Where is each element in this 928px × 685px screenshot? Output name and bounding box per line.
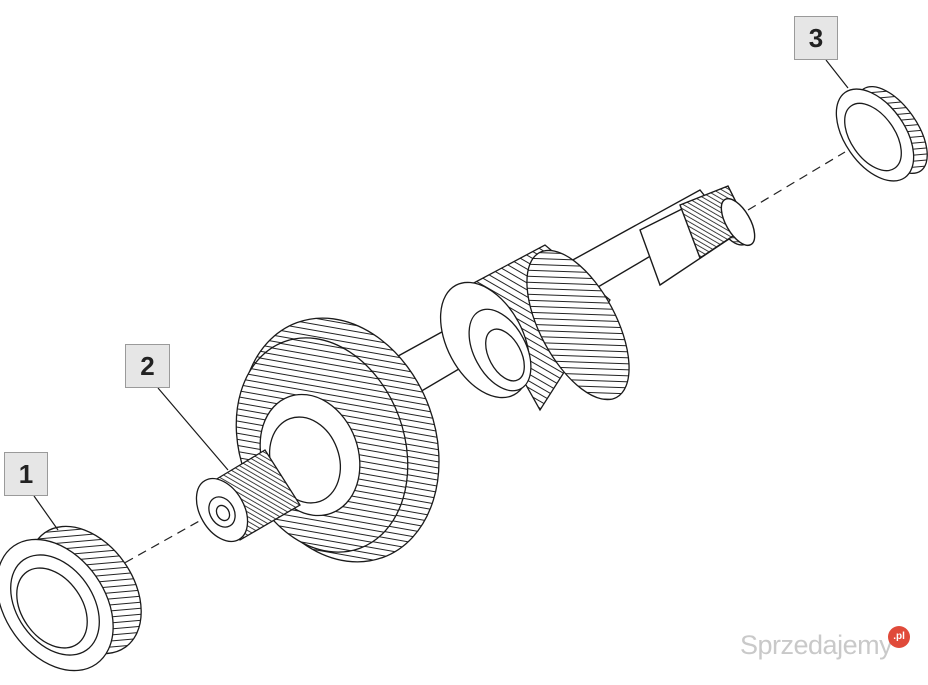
callout-label-2: 2 xyxy=(125,344,170,388)
axis-dash-lines xyxy=(111,151,846,571)
callout-label-3: 3 xyxy=(794,16,838,60)
tapered-bearing-3 xyxy=(835,85,928,182)
watermark: Sprzedajemy .pl xyxy=(740,625,911,661)
callout-label-1: 1 xyxy=(4,452,48,496)
tapered-bearing-1 xyxy=(0,525,142,672)
watermark-text: Sprzedajemy xyxy=(740,630,893,660)
shaft-front-end xyxy=(195,449,301,543)
leader-lines xyxy=(33,59,849,531)
spur-gear-large xyxy=(439,244,630,412)
watermark-badge: .pl xyxy=(888,625,911,648)
helical-gear xyxy=(235,317,440,563)
